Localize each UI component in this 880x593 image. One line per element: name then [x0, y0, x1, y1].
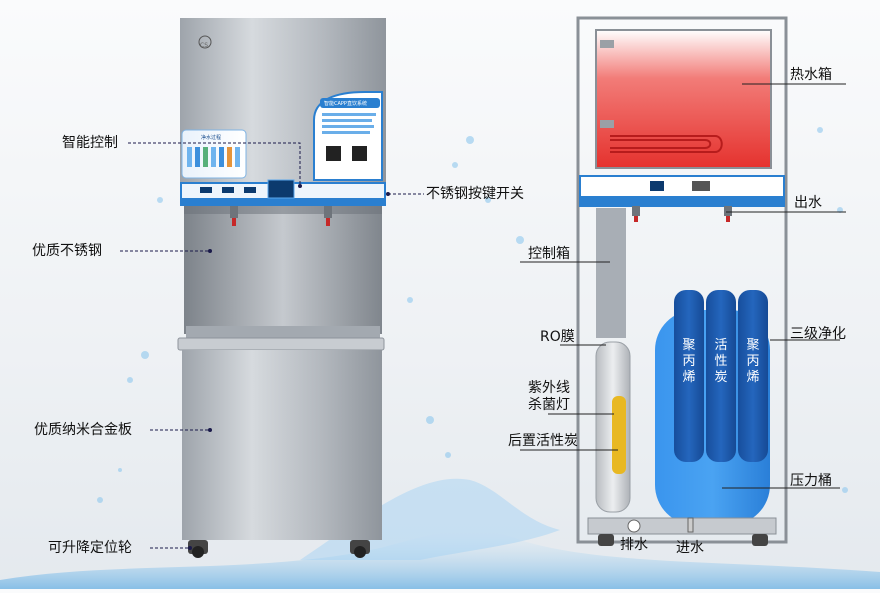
filter-2-label: 活性炭: [714, 338, 728, 385]
control-box: [596, 208, 626, 338]
info-panel-lines: [322, 113, 376, 134]
probe-mid-icon: [600, 120, 614, 128]
callout-ro-membrane: RO膜: [540, 329, 575, 345]
drip-tray: [186, 326, 380, 338]
uv-lamp: [612, 396, 626, 474]
callout-quality-steel: 优质不锈钢: [32, 243, 102, 259]
left-callout-lines: [120, 142, 424, 549]
cutaway-frame: [576, 16, 788, 544]
callout-nano-alloy: 优质纳米合金板: [34, 422, 132, 438]
caster-right-icon: [350, 540, 370, 558]
probe-top-icon: [600, 40, 614, 48]
tap-right-icon: [324, 206, 332, 226]
panel-right-heading: 智能CAPP直饮系统: [324, 101, 367, 107]
filter-3: [738, 290, 768, 462]
right-cutaway: [576, 16, 788, 546]
outlet-left-icon: [632, 206, 640, 222]
filter-3-label: 聚丙烯: [746, 338, 760, 385]
callout-pressure-tank: 压力桶: [790, 473, 832, 489]
qr-code-left: [326, 146, 341, 161]
right-callout-lines: [520, 83, 846, 489]
lower-cabinet: [182, 350, 382, 540]
cutaway-base: [587, 517, 777, 535]
filter-1: [674, 290, 704, 462]
caster-right-2-icon: [752, 534, 768, 546]
brand-logo-text: CS: [200, 42, 208, 49]
callout-uv-line1: 紫外线: [528, 380, 570, 396]
display-screen: [267, 179, 295, 199]
filter-cartridges: [187, 147, 240, 167]
callout-water-out: 出水: [794, 195, 822, 211]
left-callout-dots: [188, 184, 390, 550]
outlet-right-icon: [724, 206, 732, 222]
caster-right-1-icon: [598, 534, 614, 546]
inlet-port-icon: [687, 517, 694, 533]
panel-heading: 净水过程: [201, 135, 222, 141]
filter-2: [706, 290, 736, 462]
callout-drain: 排水: [620, 537, 648, 553]
callout-hot-tank: 热水箱: [790, 67, 832, 83]
callout-post-carbon: 后置活性炭: [508, 433, 578, 449]
water-droplets: [97, 127, 848, 503]
callout-casters: 可升降定位轮: [48, 540, 132, 556]
caster-left-icon: [188, 540, 208, 558]
dispense-cavity: [184, 206, 382, 334]
heating-element-icon: [610, 135, 723, 153]
callout-three-stage: 三级净化: [790, 326, 846, 342]
callout-control-box: 控制箱: [528, 246, 570, 262]
callout-smart-control: 智能控制: [62, 135, 118, 151]
drain-port-icon: [627, 519, 641, 533]
callout-water-in: 进水: [676, 540, 704, 556]
left-dispenser: [177, 18, 386, 558]
filter-1-label: 聚丙烯: [682, 338, 696, 385]
tap-left-icon: [230, 206, 238, 226]
hot-tank: [595, 29, 772, 169]
qr-code-right: [352, 146, 367, 161]
callout-stainless-switch: 不锈钢按键开关: [426, 186, 524, 202]
lower-ledge: [177, 337, 385, 351]
water-splash: [0, 530, 880, 589]
info-panel-header: [320, 98, 380, 108]
callout-uv-line2: 杀菌灯: [528, 397, 570, 413]
brand-logo-icon: [198, 35, 212, 49]
